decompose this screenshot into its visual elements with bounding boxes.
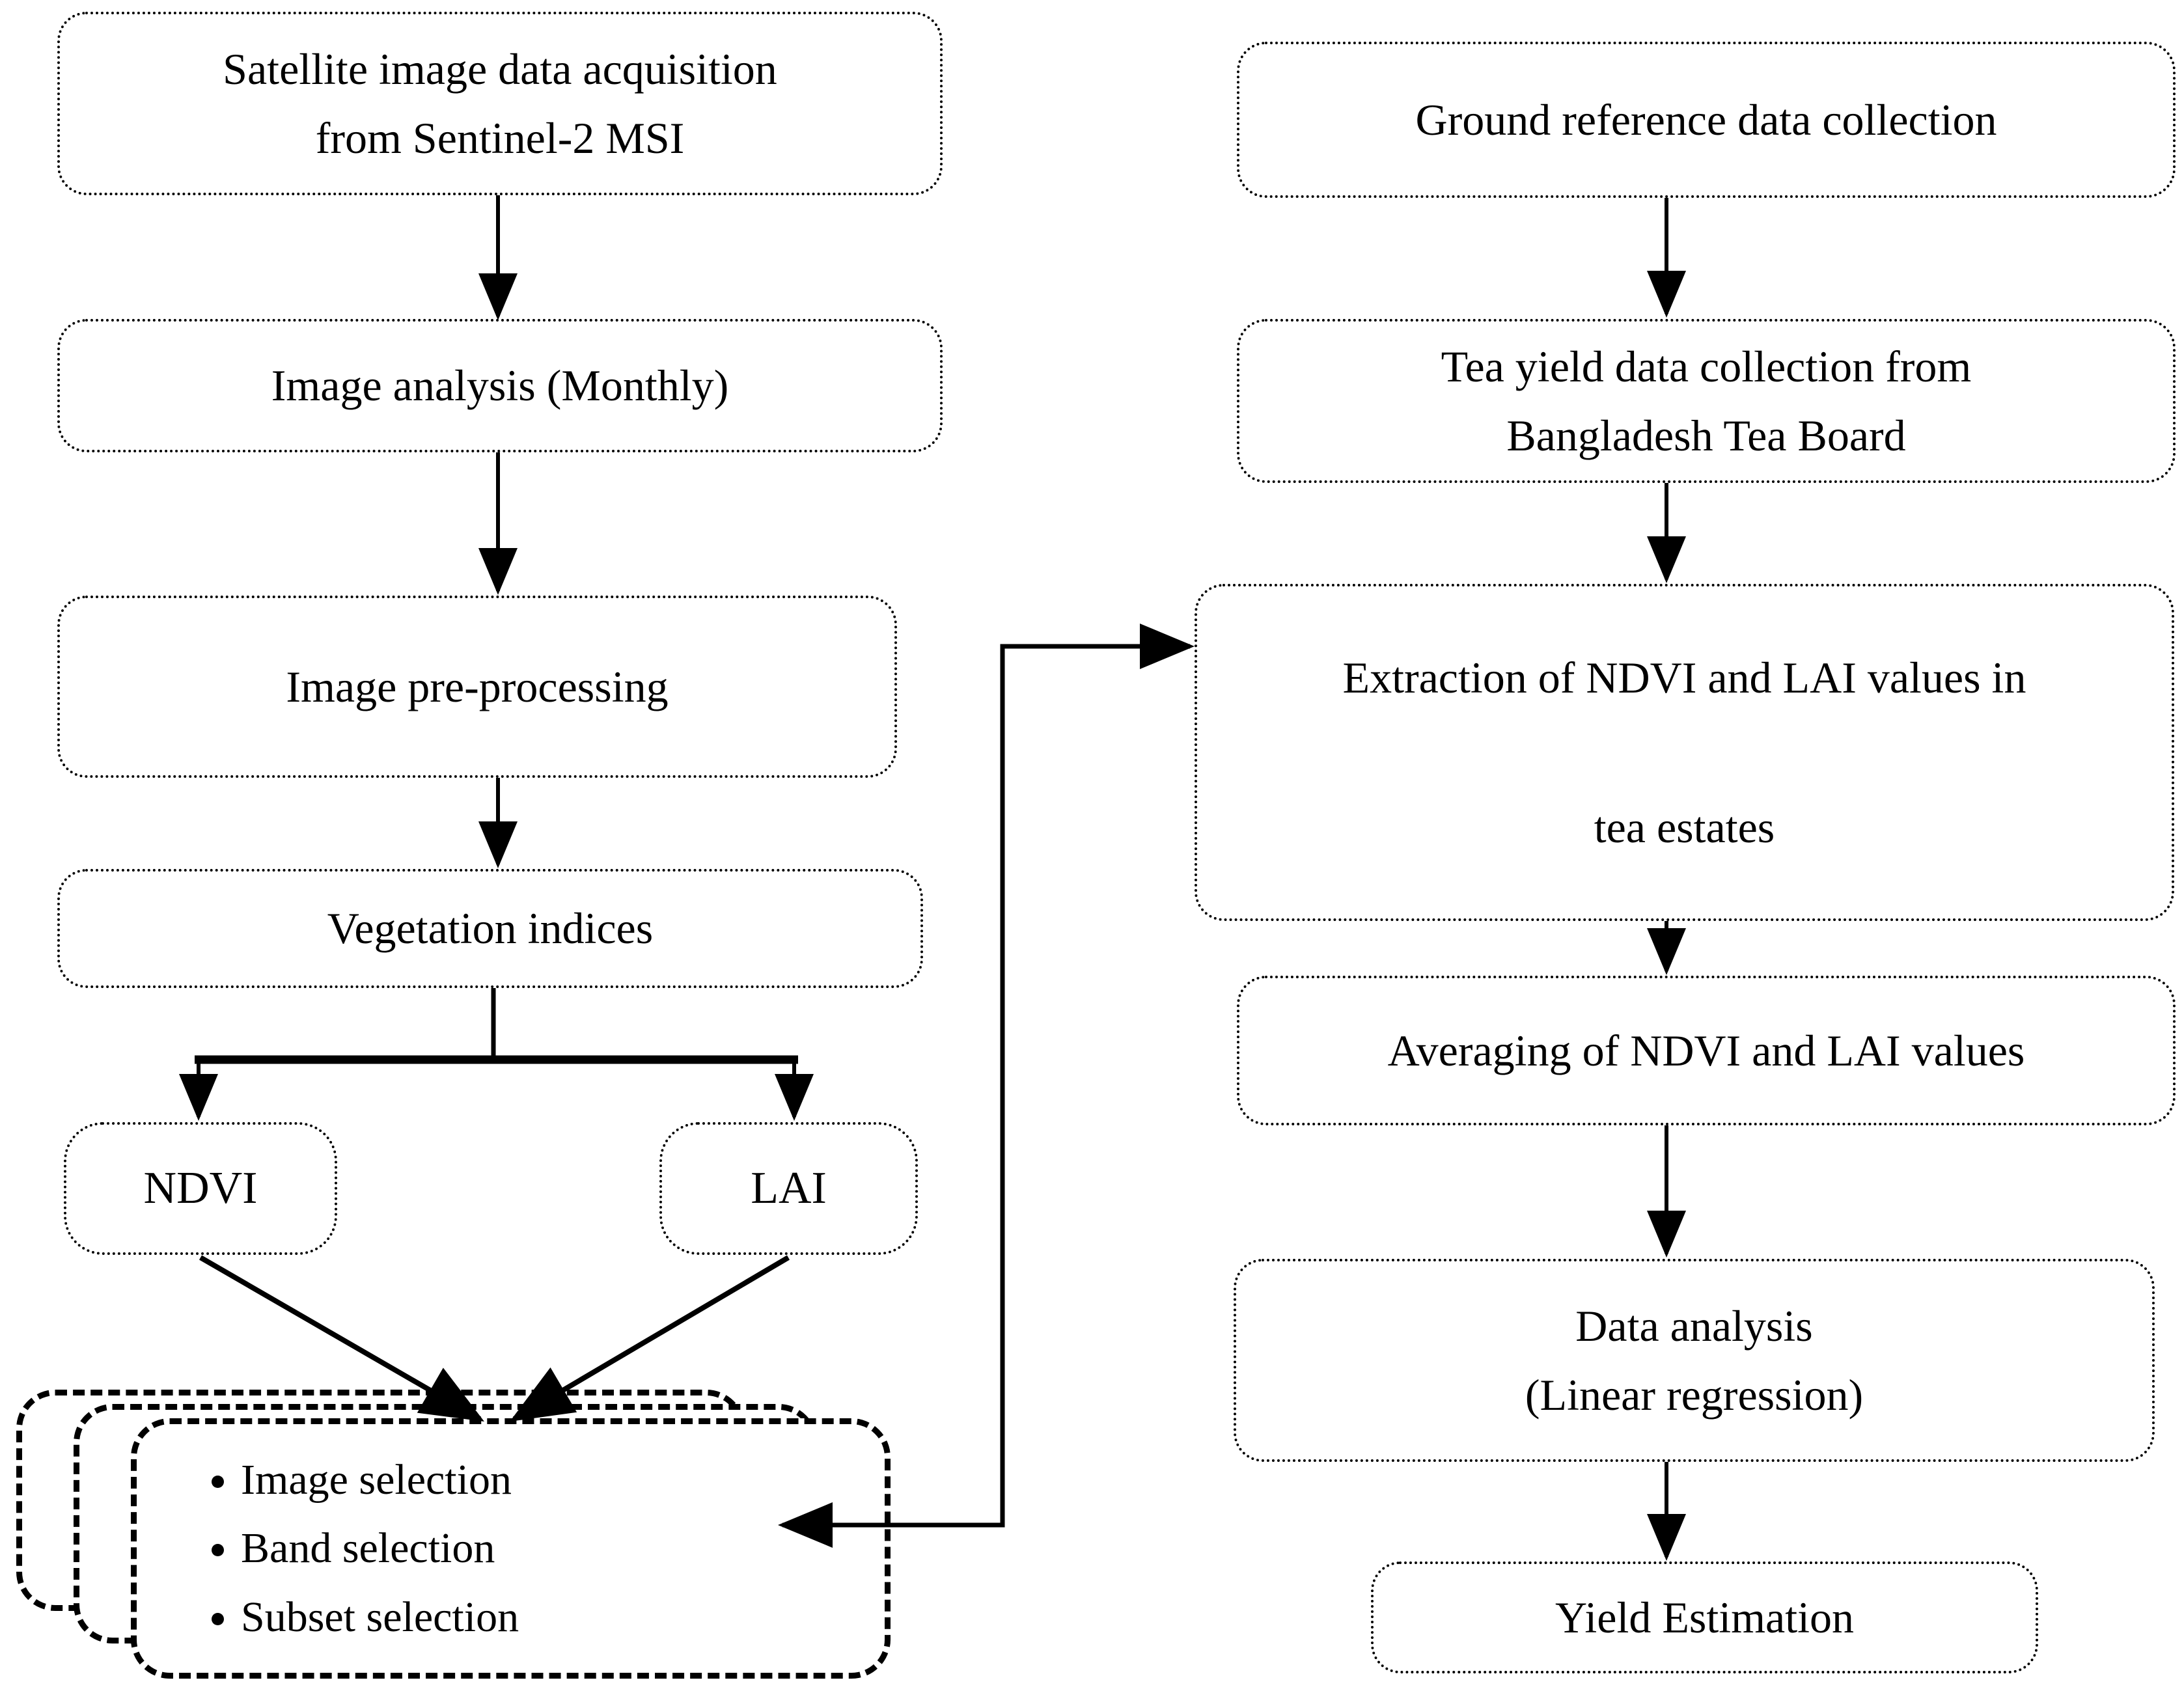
- node-extraction-line1: Extraction of NDVI and LAI values in: [1342, 652, 2026, 702]
- node-extraction: Extraction of NDVI and LAI values in tea…: [1195, 584, 2174, 921]
- node-averaging-label: Averaging of NDVI and LAI values: [1387, 1025, 2025, 1075]
- node-vegetation-indices: Vegetation indices: [57, 869, 923, 988]
- node-extraction-line2: tea estates: [1594, 803, 1775, 852]
- selection-bullet-subset: Subset selection: [241, 1591, 519, 1643]
- node-ndvi-label: NDVI: [143, 1162, 258, 1213]
- node-lai-label: LAI: [751, 1162, 827, 1213]
- connector-selection-extraction: [778, 624, 1195, 1548]
- node-ndvi: NDVI: [64, 1122, 337, 1255]
- node-ground-reference: Ground reference data collection: [1237, 42, 2176, 198]
- selection-bullet-band: Band selection: [241, 1522, 519, 1574]
- selection-bullet-image: Image selection: [241, 1454, 519, 1505]
- selection-bullet-band-label: Band selection: [241, 1524, 495, 1573]
- node-data-analysis-line1: Data analysis: [1575, 1300, 1813, 1351]
- node-image-analysis: Image analysis (Monthly): [57, 319, 943, 452]
- node-image-preprocessing-label: Image pre-processing: [286, 661, 669, 711]
- node-averaging: Averaging of NDVI and LAI values: [1237, 976, 2176, 1125]
- node-lai: LAI: [659, 1122, 918, 1255]
- node-yield-estimation-label: Yield Estimation: [1555, 1592, 1854, 1642]
- node-yield-estimation: Yield Estimation: [1371, 1561, 2038, 1673]
- node-tea-yield-collection: Tea yield data collection from Banglades…: [1237, 319, 2176, 483]
- selection-bullet-image-label: Image selection: [241, 1456, 512, 1504]
- selection-bullet-subset-label: Subset selection: [241, 1593, 519, 1641]
- selection-bullet-list: Image selection Band selection Subset se…: [137, 1454, 519, 1643]
- node-satellite-line1: Satellite image data acquisition: [223, 44, 777, 94]
- node-data-analysis-line2: (Linear regression): [1525, 1370, 1864, 1420]
- node-tea-yield-line2: Bangladesh Tea Board: [1506, 411, 1906, 460]
- node-tea-yield-line1: Tea yield data collection from: [1441, 341, 1972, 391]
- node-ground-reference-label: Ground reference data collection: [1415, 94, 1997, 144]
- node-image-analysis-label: Image analysis (Monthly): [271, 361, 729, 411]
- node-satellite-line2: from Sentinel-2 MSI: [315, 113, 685, 163]
- node-data-analysis: Data analysis (Linear regression): [1234, 1259, 2155, 1462]
- node-image-preprocessing: Image pre-processing: [57, 596, 897, 778]
- node-satellite-acquisition: Satellite image data acquisition from Se…: [57, 12, 943, 195]
- node-vegetation-indices-label: Vegetation indices: [327, 903, 654, 954]
- selection-stack-front: Image selection Band selection Subset se…: [131, 1418, 891, 1679]
